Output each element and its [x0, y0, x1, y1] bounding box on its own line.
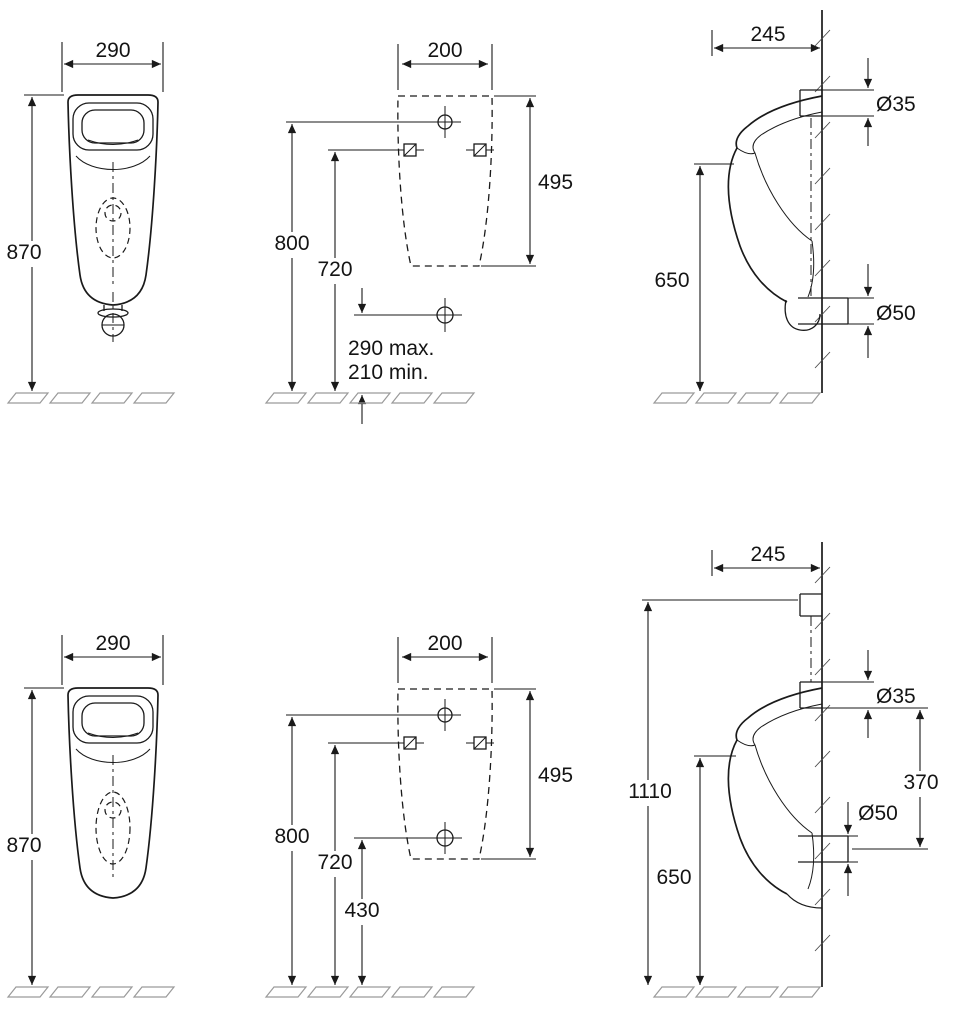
dim-outlet-range-top: 290 max. 210 min.	[348, 288, 437, 424]
dim-label-290-bottom: 290	[95, 632, 130, 655]
dim-label-dia35-top: Ø35	[876, 93, 916, 116]
dim-outlet-dia-bottom: Ø50	[842, 802, 898, 896]
urinal-side-profile	[727, 687, 823, 895]
dim-width-290-top: 290	[61, 39, 164, 92]
dim-inlet-dia-bottom: Ø35	[822, 650, 928, 738]
mounting-view-bottom: 200 495 800 720 430	[265, 632, 573, 998]
dim-800-top: 800	[265, 121, 437, 391]
wall-hatching	[814, 29, 831, 369]
floor-hatching	[7, 392, 175, 404]
dim-inlet-dia-top: Ø35	[822, 58, 916, 146]
dim-720-bottom: 720	[308, 742, 404, 985]
dim-label-870-top: 870	[6, 241, 41, 264]
dim-label-1110: 1110	[628, 780, 672, 803]
dim-label-720-bottom: 720	[317, 851, 352, 874]
dim-outlet-dia-top: Ø50	[848, 264, 916, 358]
dim-1110-bottom: 1110	[621, 599, 798, 985]
dim-label-290max: 290 max.	[348, 337, 434, 360]
dim-label-430-bottom: 430	[344, 899, 379, 922]
dim-label-200-top: 200	[427, 39, 462, 62]
dim-label-dia50-bottom: Ø50	[858, 802, 898, 825]
mounting-view-top: 200 495 800 720 290 max. 210 min.	[265, 39, 573, 424]
dim-bolt-200-top: 200	[397, 39, 493, 90]
trap-hidden-lines	[95, 197, 131, 259]
dim-720-top: 720	[308, 149, 404, 391]
dim-label-870-bottom: 870	[6, 834, 41, 857]
bottom-outlet	[97, 292, 129, 342]
trap-hidden-lines	[95, 791, 131, 865]
dim-370-bottom: 370	[852, 710, 948, 850]
wall-hatching	[814, 566, 831, 952]
dim-650-top: 650	[654, 163, 734, 391]
water-inlet-stub	[799, 681, 822, 709]
dim-495-bottom: 495	[481, 688, 573, 860]
side-view-top: 245 Ø35 Ø50 650	[653, 10, 916, 404]
floor-hatching	[653, 392, 821, 404]
dim-label-245-top: 245	[750, 23, 785, 46]
side-view-bottom: 245 1110 Ø35 370 Ø50 6	[621, 542, 948, 998]
dim-label-210min: 210 min.	[348, 361, 429, 384]
dim-label-dia35-bottom: Ø35	[876, 685, 916, 708]
dim-label-200-bottom: 200	[427, 632, 462, 655]
floor-hatching	[7, 986, 175, 998]
dim-800-bottom: 800	[265, 714, 437, 985]
dim-depth-245-bottom: 245	[711, 543, 820, 576]
dim-depth-245-top: 245	[711, 23, 820, 56]
siphon-outlet	[784, 297, 849, 331]
dim-label-495-top: 495	[538, 171, 573, 194]
dim-label-720-top: 720	[317, 258, 352, 281]
concealed-outlet	[786, 835, 849, 909]
flush-pipe-stub	[799, 593, 822, 682]
dim-label-245-bottom: 245	[750, 543, 785, 566]
dim-label-650-bottom: 650	[656, 866, 691, 889]
dim-label-800-top: 800	[274, 232, 309, 255]
dim-label-290-top: 290	[95, 39, 130, 62]
dim-height-870-top: 870	[1, 94, 64, 391]
front-view-top: 290 870	[1, 39, 175, 404]
dim-650-bottom: 650	[656, 755, 736, 985]
dim-width-290-bottom: 290	[61, 632, 164, 685]
dim-bolt-200-bottom: 200	[397, 632, 493, 683]
floor-hatching	[265, 986, 475, 998]
urinal-front-outline	[67, 94, 159, 306]
dim-495-top: 495	[481, 95, 573, 267]
urinal-side-profile	[727, 95, 823, 303]
floor-hatching	[653, 986, 821, 998]
dim-height-870-bottom: 870	[1, 687, 64, 985]
dim-label-650-top: 650	[654, 269, 689, 292]
dim-label-370: 370	[903, 771, 938, 794]
dim-label-800-bottom: 800	[274, 825, 309, 848]
water-inlet-stub	[799, 89, 822, 117]
dim-label-495-bottom: 495	[538, 764, 573, 787]
floor-hatching	[265, 392, 475, 404]
dim-430-bottom: 430	[336, 837, 437, 985]
urinal-front-outline	[67, 687, 159, 899]
front-view-bottom: 290 870	[1, 632, 175, 998]
dim-label-dia50-top: Ø50	[876, 302, 916, 325]
